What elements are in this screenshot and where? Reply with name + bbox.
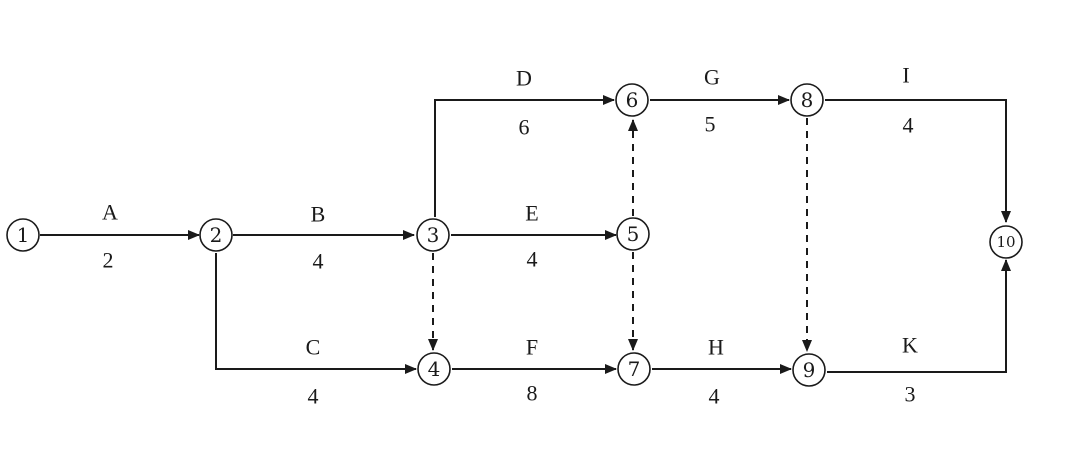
- activity-duration-b: 4: [313, 249, 324, 274]
- activity-duration-k: 3: [905, 382, 916, 407]
- node-6-circle: [615, 83, 649, 117]
- node-3: 3: [416, 218, 450, 252]
- activity-arrow-i: [825, 99, 1011, 223]
- activity-label-f: F: [526, 335, 538, 360]
- activity-label-a: A: [102, 200, 118, 225]
- node-4: 4: [417, 352, 451, 386]
- node-10-circle: [989, 225, 1023, 259]
- node-4-label: 4: [428, 357, 441, 381]
- activity-duration-i: 4: [903, 113, 914, 138]
- node-5: 5: [616, 217, 650, 251]
- node-5-circle: [616, 217, 650, 251]
- node-7-label: 7: [628, 357, 641, 381]
- node-9: 9: [792, 353, 826, 387]
- node-8-label: 8: [801, 88, 814, 112]
- activity-duration-f: 8: [527, 381, 538, 406]
- activity-arrow-k: [827, 259, 1011, 373]
- node-9-label: 9: [803, 358, 816, 382]
- node-5-label: 5: [627, 222, 640, 246]
- node-10-label: 10: [996, 233, 1015, 251]
- activity-duration-a: 2: [103, 248, 114, 273]
- node-3-label: 3: [427, 223, 440, 247]
- activity-label-i: I: [902, 63, 909, 88]
- node-2-label: 2: [210, 223, 223, 247]
- activity-label-k: K: [902, 333, 918, 358]
- node-7: 7: [617, 352, 651, 386]
- activity-duration-g: 5: [705, 112, 716, 137]
- node-3-circle: [416, 218, 450, 252]
- activity-label-d: D: [516, 66, 532, 91]
- activity-duration-h: 4: [709, 384, 720, 409]
- activity-arrow-c: [215, 253, 417, 374]
- node-6: 6: [615, 83, 649, 117]
- activity-label-e: E: [525, 201, 538, 226]
- node-1-circle: [6, 218, 40, 252]
- activity-label-g: G: [704, 65, 720, 90]
- node-8: 8: [790, 83, 824, 117]
- activity-label-c: C: [306, 335, 321, 360]
- node-1-label: 1: [17, 223, 30, 247]
- node-2: 2: [199, 218, 233, 252]
- node-4-circle: [417, 352, 451, 386]
- node-6-label: 6: [626, 88, 639, 112]
- node-8-circle: [790, 83, 824, 117]
- activity-label-b: B: [311, 202, 326, 227]
- node-9-circle: [792, 353, 826, 387]
- node-10: 10: [989, 225, 1023, 259]
- activity-duration-c: 4: [308, 384, 319, 409]
- node-7-circle: [617, 352, 651, 386]
- activity-arrow-d: [434, 95, 615, 217]
- activity-duration-d: 6: [519, 115, 530, 140]
- activity-duration-e: 4: [527, 247, 538, 272]
- node-2-circle: [199, 218, 233, 252]
- activity-label-h: H: [708, 335, 724, 360]
- node-1: 1: [6, 218, 40, 252]
